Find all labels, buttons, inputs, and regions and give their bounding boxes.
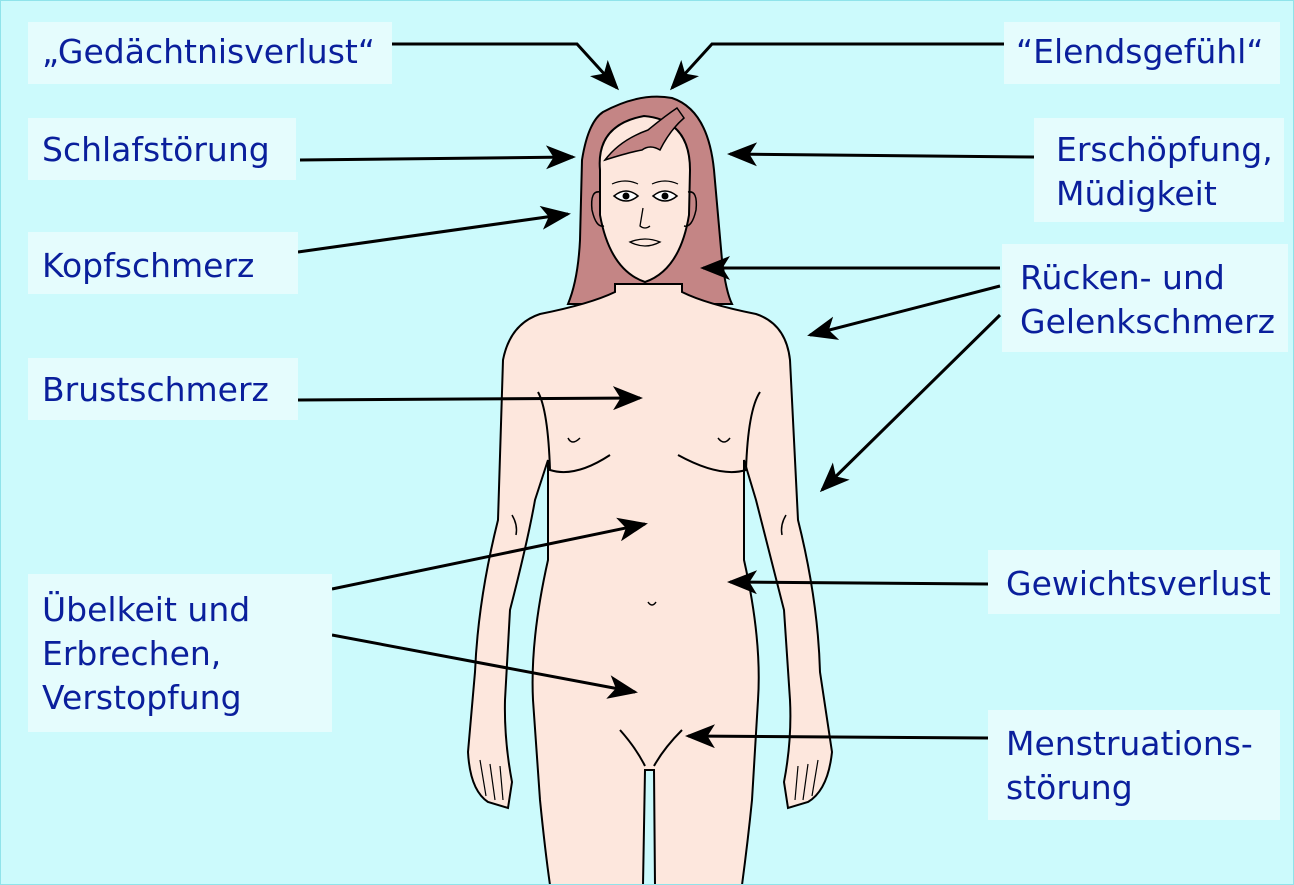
label-memory-loss: „Gedächtnisverlust“ — [28, 22, 392, 84]
label-exhaustion: Erschöpfung, Müdigkeit — [1034, 118, 1284, 222]
label-menstrual-disorder: Menstruations- störung — [988, 710, 1280, 820]
label-sleep-disorder: Schlafstörung — [28, 118, 296, 180]
arrow-memory-loss — [392, 44, 617, 88]
arrow-joint-pain — [822, 315, 1000, 490]
label-weight-loss: Gewichtsverlust — [988, 550, 1280, 614]
label-headache: Kopfschmerz — [28, 232, 298, 294]
arrow-chest-pain — [298, 398, 640, 400]
arrow-headache — [298, 214, 568, 252]
body-silhouette — [468, 284, 832, 885]
arrow-misery-feeling — [672, 44, 1004, 88]
arrow-weight-loss — [730, 582, 988, 584]
label-nausea: Übelkeit und Erbrechen, Verstopfung — [28, 574, 332, 732]
label-back-joint-pain: Rücken- und Gelenkschmerz — [1002, 244, 1288, 352]
arrow-shoulder-pain — [810, 286, 1000, 335]
arrow-exhaustion — [730, 154, 1034, 157]
arrow-menstrual — [688, 736, 988, 738]
label-chest-pain: Brustschmerz — [28, 358, 298, 420]
arrow-sleep-disorder — [300, 157, 573, 160]
label-misery-feeling: “Elendsgefühl“ — [1004, 22, 1280, 84]
